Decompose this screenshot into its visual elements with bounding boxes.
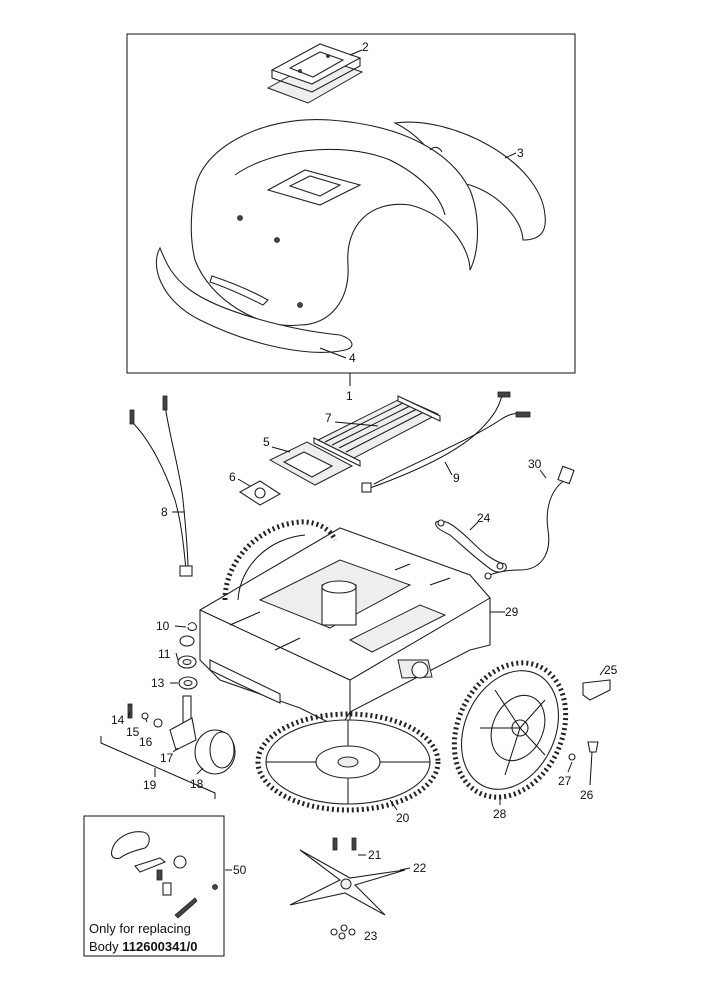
- part-7-flat-cable: [313, 395, 441, 467]
- part-25-bracket: [582, 667, 611, 701]
- part-2-keypad-plate: [266, 43, 364, 104]
- part-11-bearings: [175, 635, 197, 669]
- callout-20: 20: [396, 811, 410, 825]
- part-17-fork: [169, 695, 197, 751]
- part-23-nuts: [330, 924, 356, 940]
- body-assembly-frame: [126, 33, 576, 374]
- part-5-display-board: [268, 441, 354, 486]
- body-shell: [190, 118, 479, 327]
- callout-15: 15: [126, 725, 140, 739]
- callout-labels: 1 2 3 4 5 6 7 8 9 10 11 13 14 15 16 17 1…: [111, 40, 618, 943]
- leaders-lower: [127, 469, 547, 775]
- front-caster-assembly: [100, 695, 236, 799]
- part-29-chassis: [199, 527, 505, 729]
- part-13-seal: [178, 676, 198, 690]
- inset-note-part-number: 112600341/0: [122, 939, 198, 954]
- callout-23: 23: [364, 929, 378, 943]
- part-14-screw: [127, 703, 133, 719]
- part-10-clip: [187, 622, 197, 631]
- callout-4: 4: [349, 351, 356, 365]
- callout-8: 8: [161, 505, 168, 519]
- callout-18: 18: [190, 777, 204, 791]
- callout-7: 7: [325, 411, 332, 425]
- part-28-right-wheel: [451, 660, 569, 805]
- part-24-link-rod: [435, 519, 507, 573]
- part-50-kit: [110, 831, 232, 919]
- callout-27: 27: [558, 774, 572, 788]
- callout-21: 21: [368, 848, 382, 862]
- part-9-sensor-cable: [361, 391, 531, 493]
- callout-5: 5: [263, 435, 270, 449]
- part-27-washer: [567, 753, 576, 773]
- callout-2: 2: [362, 40, 369, 54]
- inset-note: Only for replacing Body 112600341/0: [89, 920, 229, 956]
- callout-17: 17: [160, 751, 174, 765]
- callout-29: 29: [505, 605, 519, 619]
- callout-22: 22: [413, 861, 427, 875]
- callout-3: 3: [517, 146, 524, 160]
- callout-16: 16: [139, 735, 153, 749]
- inset-note-line-2: Body 112600341/0: [89, 938, 229, 956]
- part-21-screws: [332, 837, 366, 856]
- callout-13: 13: [151, 676, 165, 690]
- part-8-wiring-harness: [129, 395, 193, 577]
- part-26-screw-cap: [587, 741, 599, 786]
- callout-30: 30: [528, 457, 542, 471]
- callout-19: 19: [143, 778, 157, 792]
- callout-25: 25: [604, 663, 618, 677]
- callout-1: 1: [346, 389, 353, 403]
- leaders-upper: [319, 49, 517, 386]
- callout-28: 28: [493, 807, 507, 821]
- part-18-caster-wheel: [194, 729, 236, 775]
- part-6-small-board: [237, 478, 282, 506]
- part-20-base-plate: [255, 711, 441, 813]
- inset-frame-part-50: [83, 815, 225, 957]
- callout-50: 50: [233, 863, 247, 877]
- part-22-cutting-blade: [289, 849, 411, 916]
- callout-9: 9: [453, 471, 460, 485]
- callout-10: 10: [156, 619, 170, 633]
- callout-26: 26: [580, 788, 594, 802]
- part-4-front-bumper: [155, 246, 353, 353]
- callout-6: 6: [229, 470, 236, 484]
- part-15-washer: [141, 712, 149, 720]
- callout-24: 24: [477, 511, 491, 525]
- left-wheel-gear: [222, 519, 338, 601]
- part-16-washer: [153, 718, 163, 728]
- inset-note-line-1: Only for replacing: [89, 921, 191, 936]
- inset-note-body-prefix: Body: [89, 939, 123, 954]
- callout-14: 14: [111, 713, 125, 727]
- callout-11: 11: [158, 647, 171, 661]
